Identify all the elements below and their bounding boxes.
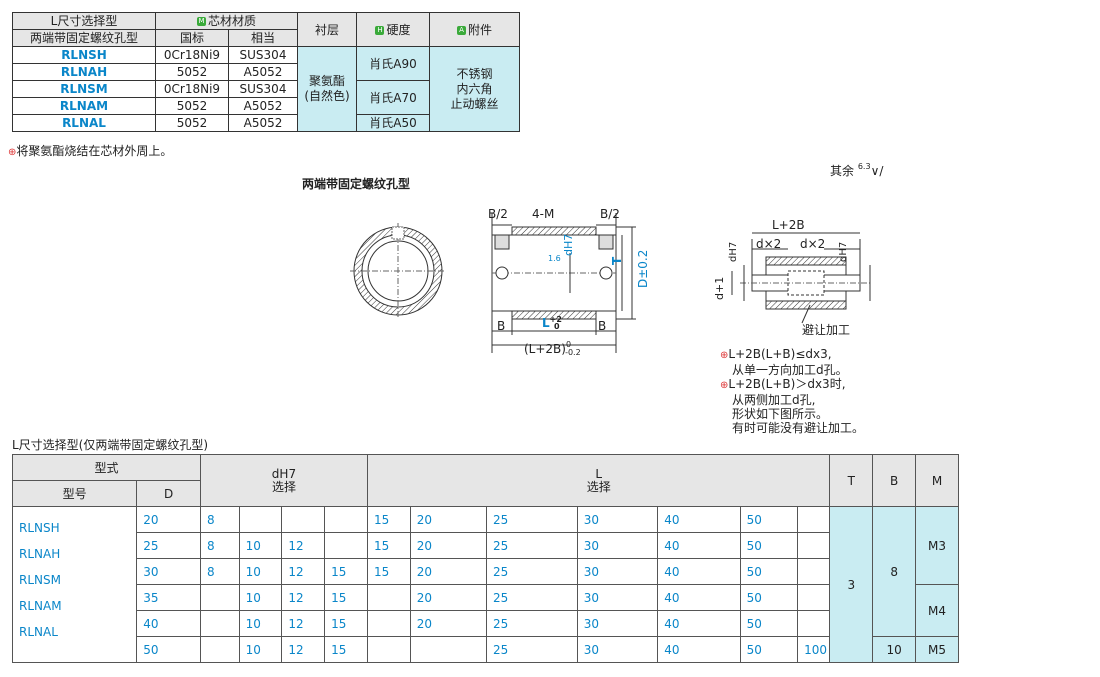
header-type: L尺寸选择型: [12, 12, 156, 30]
label-side-l2b: L+2B: [772, 218, 805, 232]
label-b2-right: B/2: [600, 207, 620, 221]
header-t: T: [829, 454, 874, 507]
label-4m: 4-M: [532, 207, 555, 221]
b-value-2: 10: [872, 636, 917, 663]
table-row: RLNSH 0Cr18Ni9 SUS304 聚氨酯(自然色) 肖氏A90 不锈钢…: [12, 46, 520, 132]
h-tag-icon: H: [375, 25, 385, 35]
header-liner: 衬层: [297, 12, 357, 47]
t-value: 3: [829, 506, 874, 663]
table-row: 25 8 10 12 15 20 25 30 40 50: [13, 532, 959, 559]
header-type-sub: 两端带固定螺纹孔型: [12, 29, 156, 47]
technical-drawing: [350, 213, 871, 353]
model-list: RLNSH RLNAH RLNSM RLNAM RLNAL: [11, 506, 138, 663]
label-d1: d+1: [713, 276, 726, 300]
m-tag-icon: M: [196, 17, 206, 26]
header-type: 型式: [12, 454, 201, 481]
label-undercut: 避让加工: [802, 323, 851, 337]
m-value-1: M3: [915, 506, 959, 585]
end-view: [350, 223, 446, 319]
header-model: 型号: [11, 480, 138, 507]
table-row: 35 10 12 15 20 25 30 40 50 M4: [13, 584, 959, 637]
notes-right: ⊕L+2B(L+B)≤dx3, 从单一方向加工d孔。 ⊕L+2B(L+B)＞dx…: [720, 347, 865, 435]
label-dh7-left: dH7: [728, 241, 739, 262]
liner-value: 聚氨酯(自然色): [297, 46, 357, 132]
label-b-right: B: [598, 319, 607, 333]
note-marker-icon: ⊕: [720, 380, 729, 391]
label-dh7: dH7: [562, 233, 575, 256]
note-marker-icon: ⊕: [720, 350, 729, 361]
accessory-value: 不锈钢内六角止动螺丝: [429, 46, 520, 132]
header-m: M: [915, 454, 959, 507]
label-t: T: [610, 256, 624, 265]
note-top: ⊕将聚氨酯烧结在芯材外周上。: [8, 144, 173, 158]
label-dx2-left: d×2: [756, 237, 782, 251]
table-row: 50 10 12 15 25 30 40 50 100 10 M5: [13, 636, 959, 663]
b-value-1: 8: [872, 506, 917, 637]
front-view: [491, 213, 636, 353]
header-core-gb: 国标: [155, 29, 229, 47]
label-l: L+20: [542, 315, 562, 331]
label-dh7-right: dH7: [838, 241, 849, 262]
roughness-check-icon: ∨/: [870, 164, 884, 178]
table-row: RLNAL 5052 A5052 肖氏A50: [12, 114, 520, 132]
surface-note: 其余 6.3∨/: [830, 162, 884, 178]
label-b2-left: B/2: [488, 207, 508, 221]
table-row: RLNSH RLNAH RLNSM RLNAM RLNAL 20 8 15 20…: [11, 506, 959, 663]
label-r16: 1.6: [548, 254, 561, 263]
table-row: 40 10 12 15 20 25 30 40 50: [13, 610, 959, 637]
m-value-2: M4: [915, 584, 959, 637]
drawing-title: 两端带固定螺纹孔型: [302, 177, 411, 191]
header-b: B: [872, 454, 917, 507]
header-d: D: [136, 480, 201, 507]
a-tag-icon: A: [456, 25, 466, 35]
note-marker-icon: ⊕: [8, 147, 17, 158]
table-row: RLNSM 0Cr18Ni9 SUS304 肖氏A70: [12, 80, 520, 115]
label-b-left: B: [497, 319, 506, 333]
label-dx2-right: d×2: [800, 237, 826, 251]
label-d-tol: D±0.2: [636, 249, 650, 288]
section-view: [731, 232, 871, 324]
table-row: 30 8 10 12 15 15 20 25 30 40 50: [13, 558, 959, 585]
m-value-3: M5: [915, 636, 959, 663]
size-table-title: L尺寸选择型(仅两端带固定螺纹孔型): [12, 438, 209, 452]
header-core-eq: 相当: [228, 29, 298, 47]
label-l2b: (L+2B)0-0.2: [524, 340, 581, 357]
